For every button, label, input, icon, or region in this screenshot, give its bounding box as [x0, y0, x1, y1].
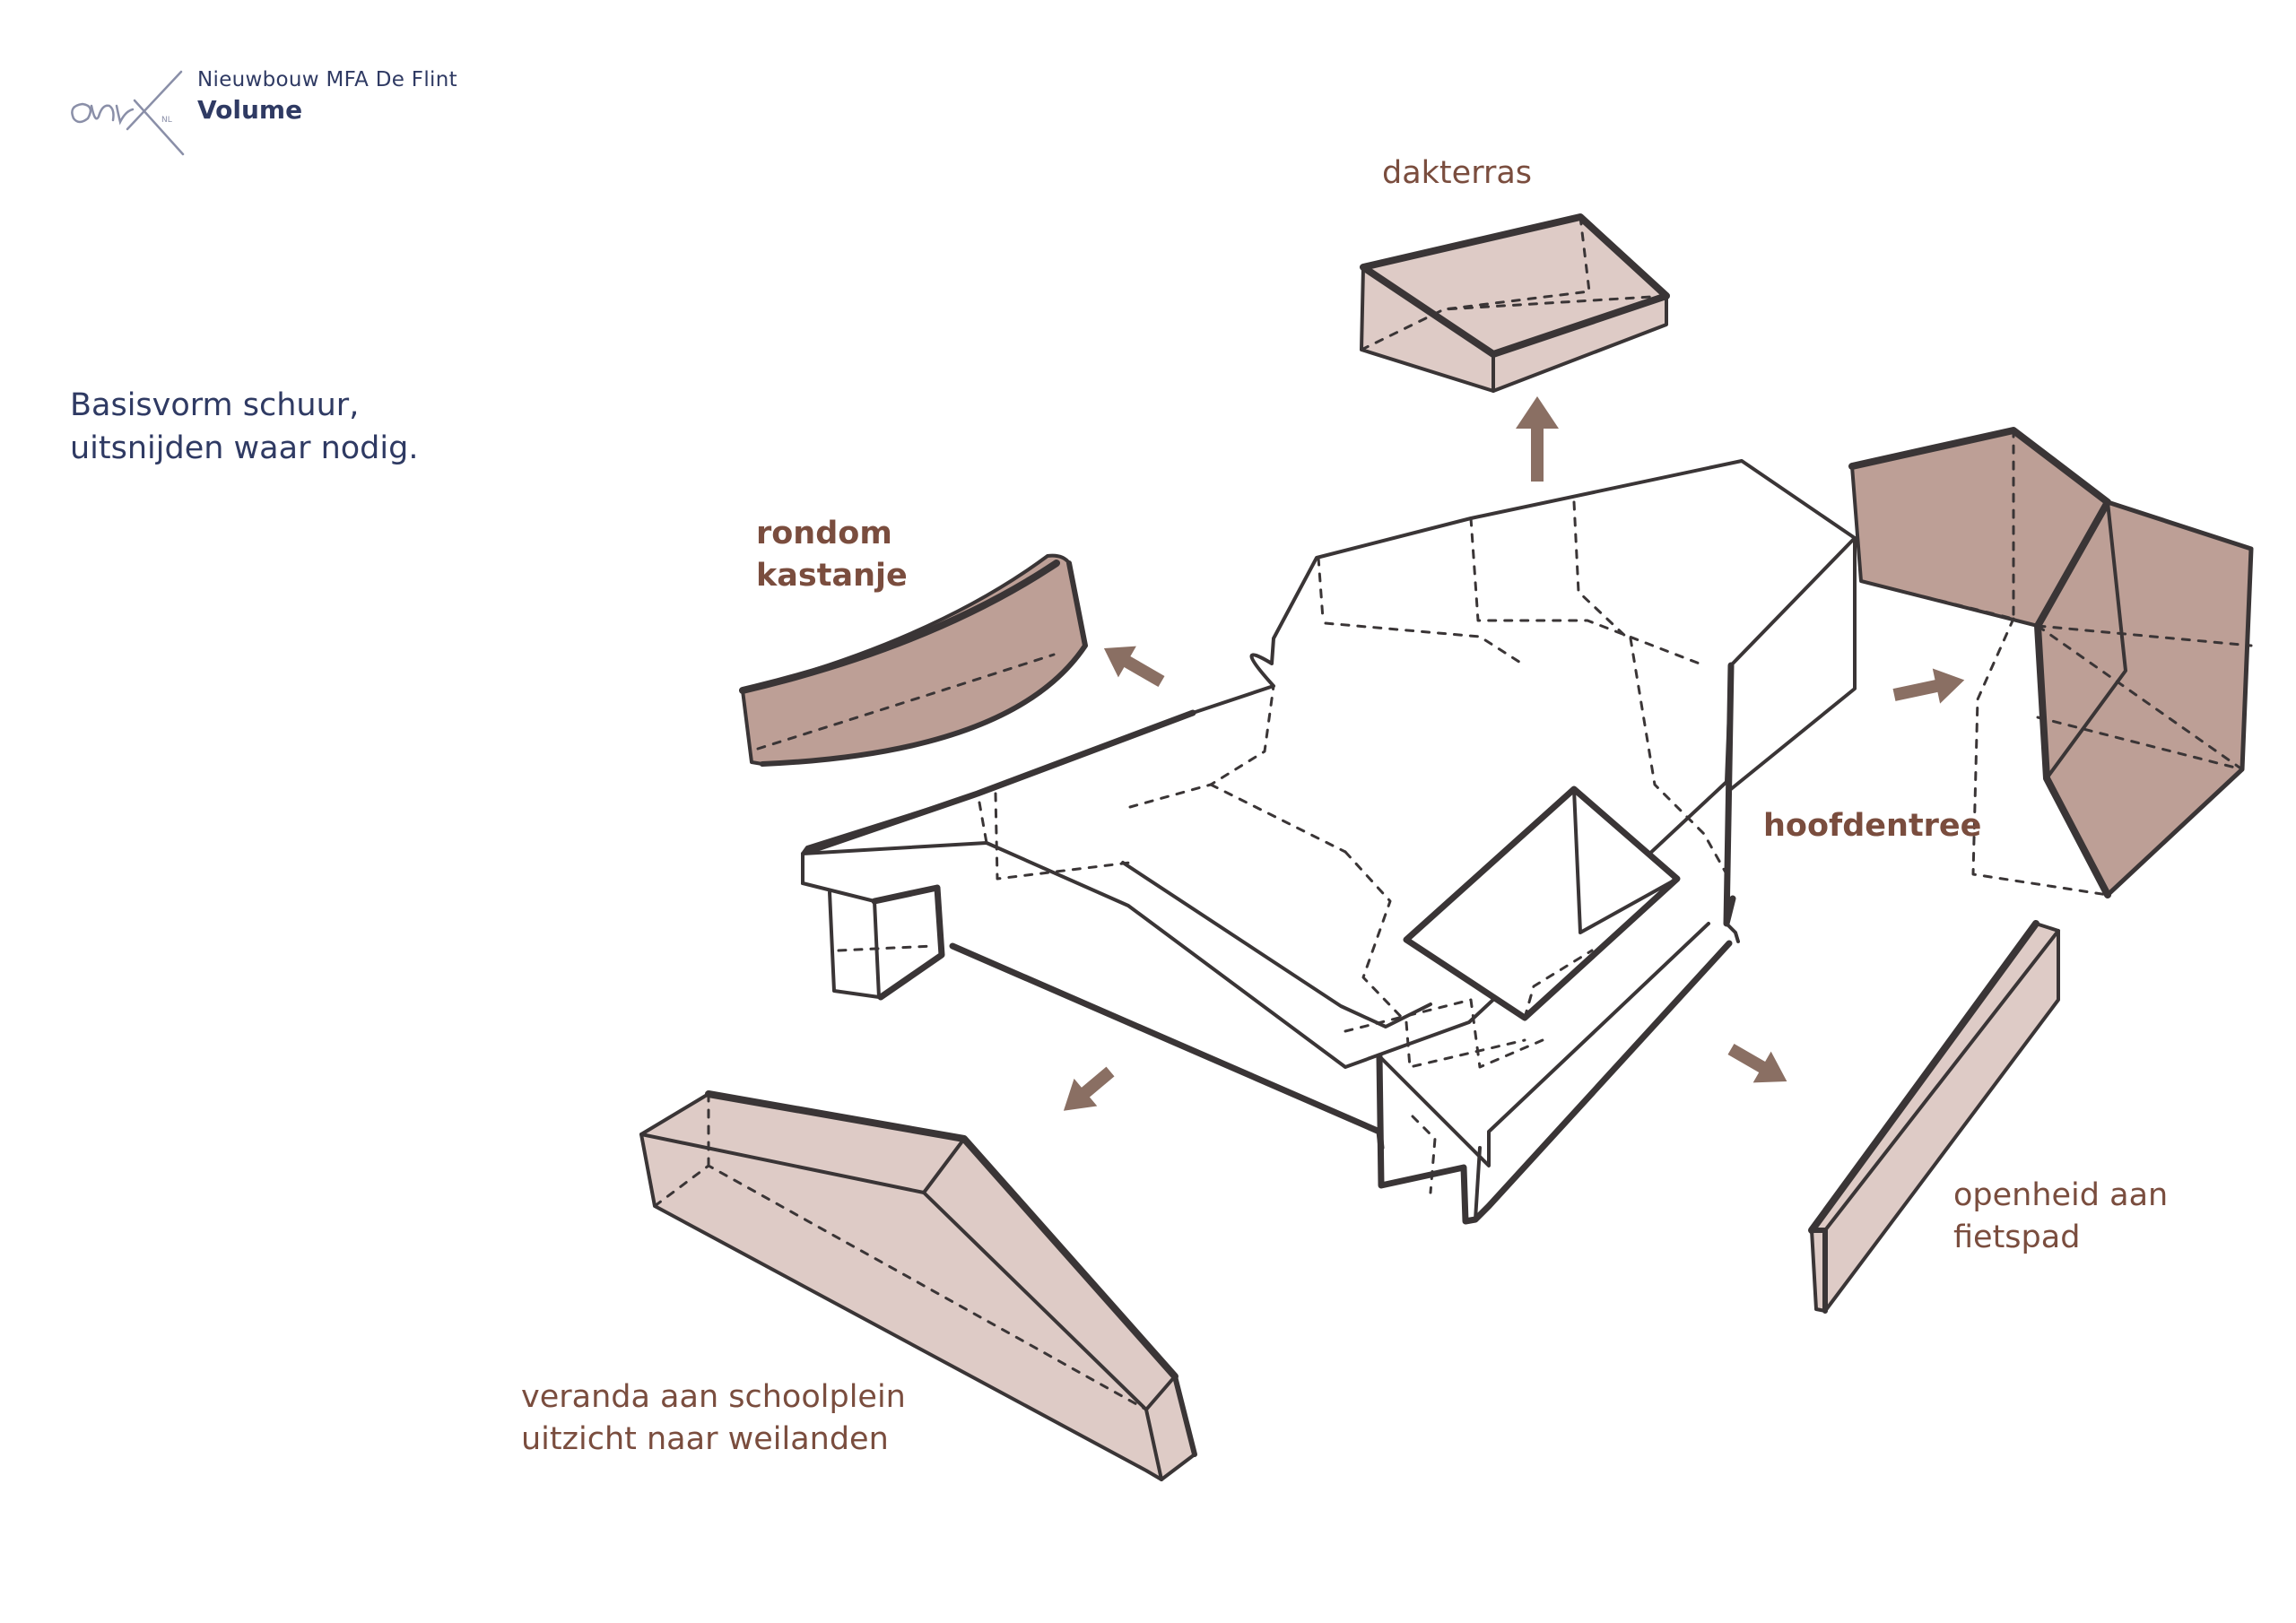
arrow-down-left [1063, 1066, 1115, 1111]
arrow-up [1516, 396, 1559, 482]
arrow-up-left [1103, 646, 1165, 688]
label-veranda: veranda aan schoolplein uitzicht naar we… [521, 1379, 906, 1457]
push-arrows [1063, 396, 1965, 1111]
veranda-volume [639, 1090, 1197, 1481]
openheid-volume [1808, 920, 2060, 1314]
arrow-right [1892, 668, 1965, 704]
intro-text: Basisvorm schuur, uitsnijden waar nodig. [70, 387, 419, 466]
project-title: Nieuwbouw MFA De Flint [197, 68, 457, 91]
onix-logo: NL [71, 70, 185, 156]
arrow-down-right [1727, 1043, 1787, 1083]
dakterras-volume [1360, 213, 1670, 393]
kastanje-volume [739, 553, 1088, 767]
hoofdentree-volume [1848, 427, 2254, 898]
label-openheid: openheid aan fietspad [1953, 1177, 2169, 1255]
label-rondom-kastanje: rondom kastanje [756, 516, 908, 594]
section-title: Volume [197, 95, 303, 125]
svg-text:NL: NL [161, 116, 172, 125]
main-building-volume [801, 459, 1857, 1225]
label-dakterras: dakterras [1382, 155, 1533, 191]
label-hoofdentree: hoofdentree [1763, 808, 1982, 844]
